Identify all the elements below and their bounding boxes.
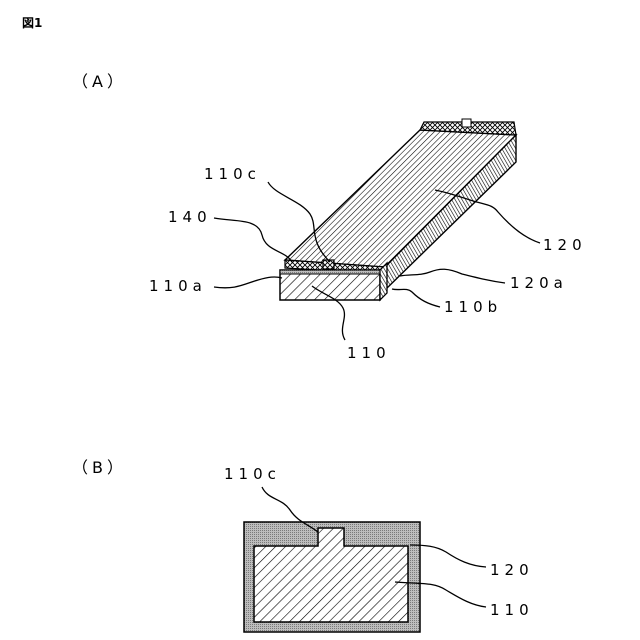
callout-b-110: 110 <box>490 603 534 618</box>
callout-a-110: 110 <box>347 346 391 361</box>
callout-b-120: 120 <box>490 563 534 578</box>
callout-a-120a: 120a <box>510 276 568 291</box>
section-b-drawing <box>244 487 486 632</box>
callout-b-110c: 110c <box>224 467 281 482</box>
callout-a-120: 120 <box>543 238 587 253</box>
callout-a-140: 140 <box>168 210 212 225</box>
top-face-120 <box>285 130 516 267</box>
callout-a-110c: 110c <box>204 167 261 182</box>
callout-a-110b: 110b <box>444 300 502 315</box>
callout-a-110a: 110a <box>149 279 207 294</box>
